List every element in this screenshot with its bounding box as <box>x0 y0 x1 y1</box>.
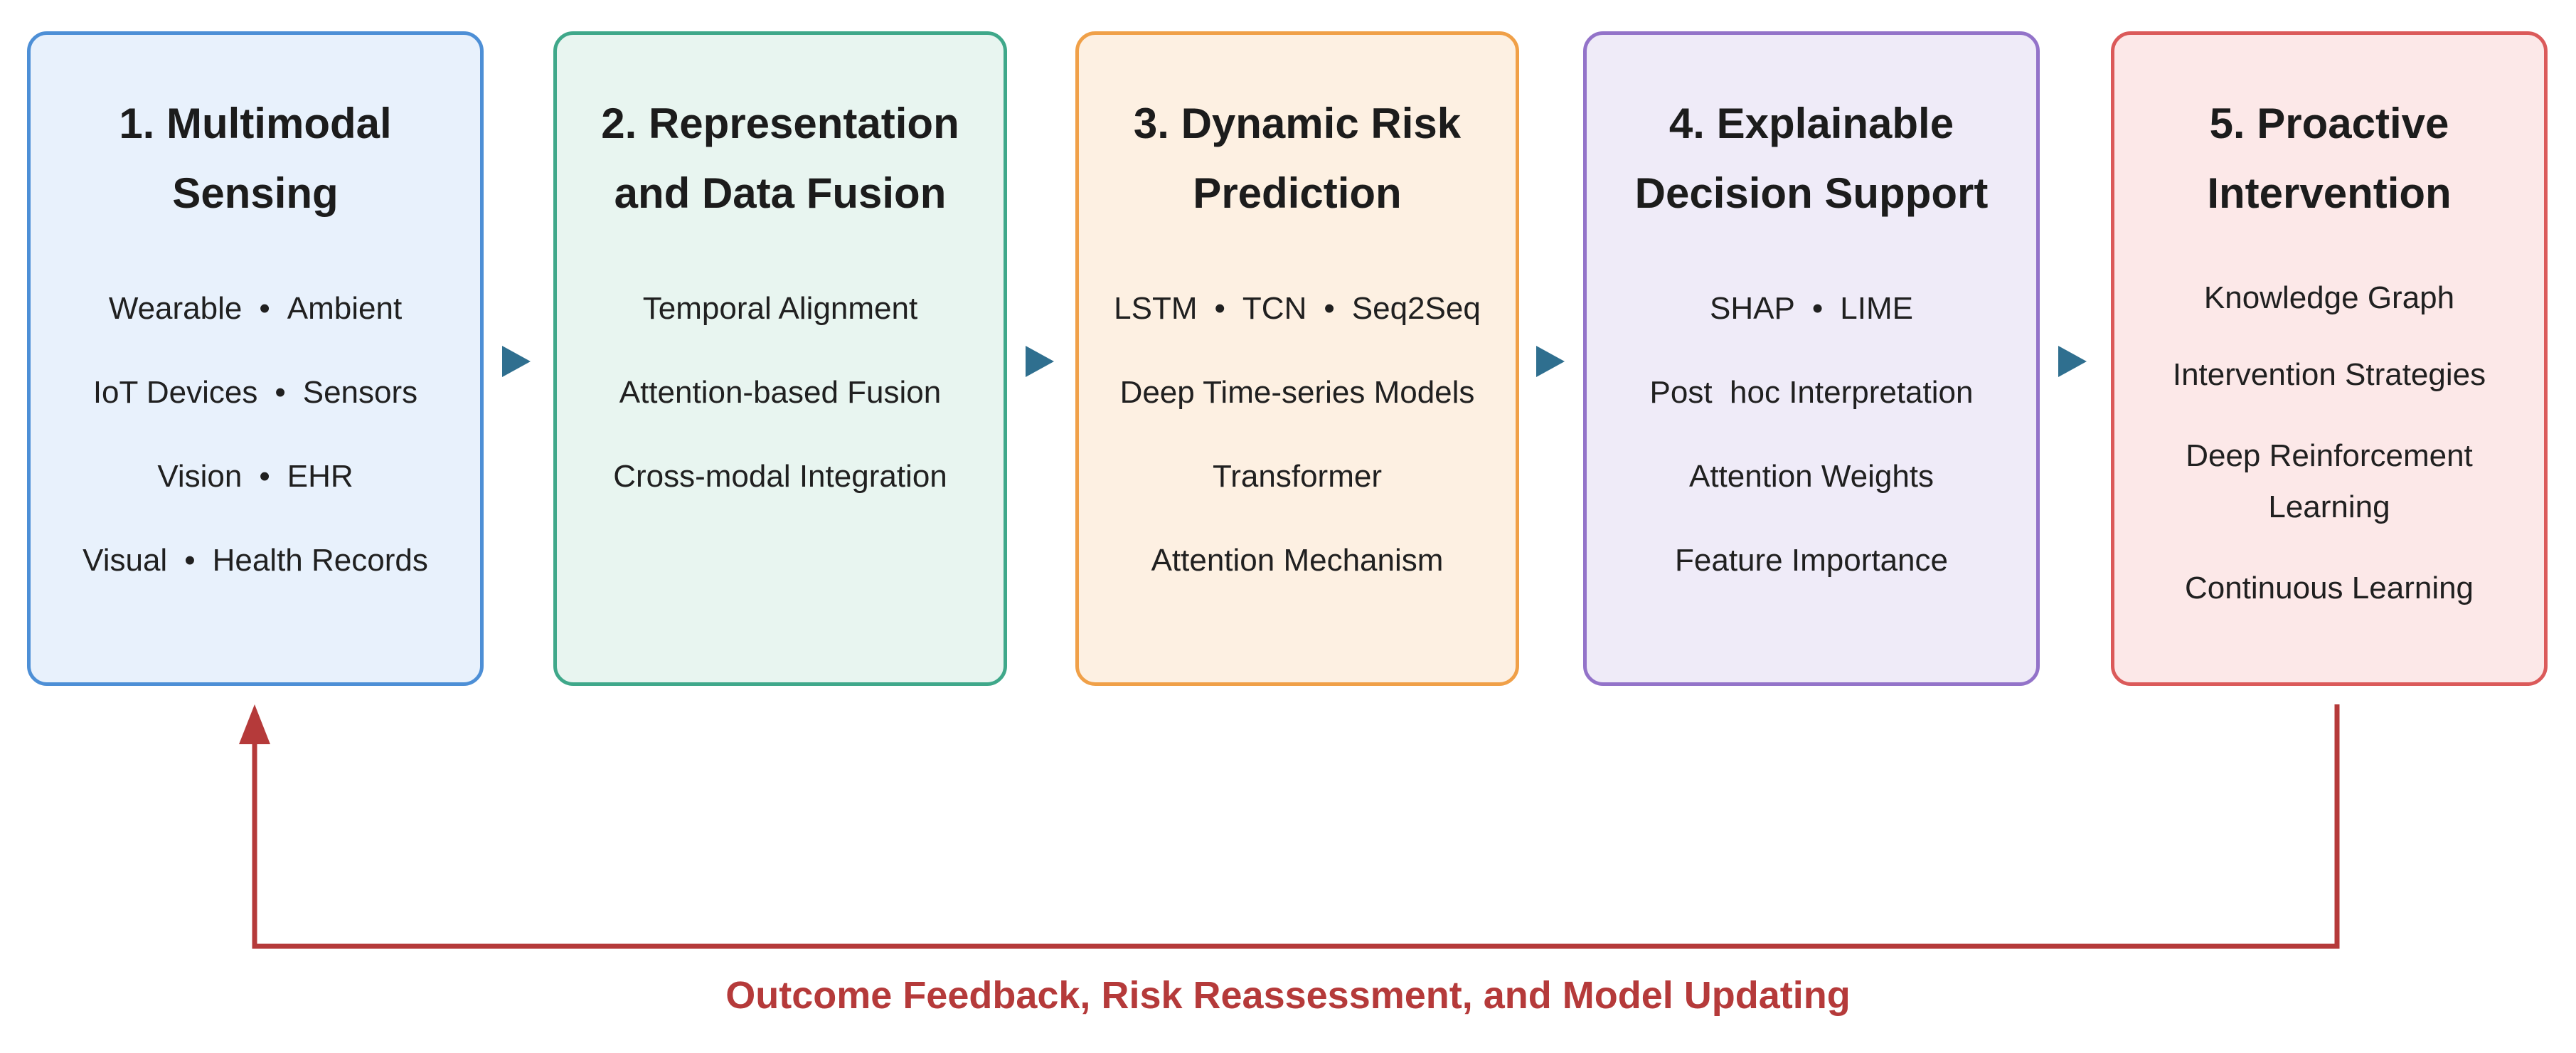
stage-box-data-fusion: 2. Representation and Data Fusion Tempor… <box>553 31 1007 686</box>
item-term: Vision <box>157 459 243 494</box>
stage-box-multimodal-sensing: 1. Multimodal Sensing Wearable • Ambient I… <box>27 31 484 686</box>
stage-item: Wearable • Ambient <box>31 287 480 330</box>
stage-item: Post hoc Interpretation <box>1649 375 1974 410</box>
item-term: LSTM <box>1114 291 1198 326</box>
stage-title-line: Prediction <box>1193 169 1402 217</box>
item-term: Seq2Seq <box>1351 291 1481 326</box>
stage-item: Attention Weights <box>1688 459 1934 494</box>
stage-title: 3. Dynamic Risk Prediction <box>1079 89 1516 228</box>
stage-item: Visual • Health Records <box>31 539 480 582</box>
flow-arrow-icon <box>1536 346 1565 377</box>
stage-title: 4. Explainable Decision Support <box>1587 89 2036 228</box>
stage-title-line: 3. Dynamic Risk <box>1133 100 1462 147</box>
stage-box-risk-prediction: 3. Dynamic Risk Prediction LSTM • TCN • Seq2… <box>1075 31 1519 686</box>
flow-arrow-icon <box>2058 346 2087 377</box>
stage-title-line: 4. Explainable <box>1668 100 1954 147</box>
bullet-separator: • <box>259 459 270 494</box>
stage-title: 2. Representation and Data Fusion <box>557 89 1004 228</box>
item-term: Health Records <box>212 543 428 578</box>
stage-item: LSTM • TCN • Seq2Seq <box>1079 287 1516 330</box>
stage-item: Transformer <box>1213 459 1382 494</box>
stage-title-line: Sensing <box>172 169 339 217</box>
bullet-separator: • <box>275 375 286 410</box>
item-term: Ambient <box>287 291 403 326</box>
feedback-label: Outcome Feedback, Risk Reassessment, and… <box>725 974 1851 1017</box>
stage-box-proactive-intervention: 5. Proactive Intervention Knowledge Grap… <box>2111 31 2548 686</box>
stage-items: SHAP • LIME Post hoc Interpretation Attent… <box>1587 287 2036 623</box>
bullet-separator: • <box>1214 291 1225 326</box>
flow-arrow-icon <box>502 346 531 377</box>
stage-item: Cross-modal Integration <box>613 459 947 494</box>
stage-title-line: Decision Support <box>1634 169 1989 217</box>
stage-items: Temporal Alignment Attention-based Fusio… <box>557 287 1004 539</box>
feedback-loop-line <box>252 704 2340 949</box>
flow-arrow-icon <box>1026 346 1054 377</box>
stage-title-line: Intervention <box>2207 169 2452 217</box>
stage-items: Knowledge Graph Intervention Strategies … <box>2114 277 2544 644</box>
stage-item: Continuous Learning <box>2184 571 2474 605</box>
bullet-separator: • <box>1811 291 1824 326</box>
item-term: Visual <box>83 543 168 578</box>
item-term: Wearable <box>108 291 243 326</box>
item-term: LIME <box>1840 291 1913 326</box>
stage-title-line: 5. Proactive <box>2209 100 2449 147</box>
stage-item: IoT Devices • Sensors <box>31 371 480 414</box>
item-term: TCN <box>1242 291 1307 326</box>
stage-item: Knowledge Graph <box>2203 280 2455 315</box>
stage-title: 5. Proactive Intervention <box>2114 89 2544 228</box>
stage-item: Temporal Alignment <box>642 291 918 326</box>
stage-item: Feature Importance <box>1675 543 1948 578</box>
stage-title: 1. Multimodal Sensing <box>31 89 480 228</box>
stage-item: Deep Reinforcement Learning <box>2186 438 2473 524</box>
stage-item: Vision • EHR <box>31 455 480 498</box>
stage-box-decision-support: 4. Explainable Decision Support SHAP • LIM… <box>1583 31 2040 686</box>
item-term: SHAP <box>1710 291 1795 326</box>
item-term: IoT Devices <box>92 375 258 410</box>
item-term: EHR <box>287 459 353 494</box>
stage-title-line: 1. Multimodal <box>119 100 392 147</box>
stage-item: Deep Time-series Models <box>1119 375 1475 410</box>
bullet-separator: • <box>184 543 196 578</box>
stage-title-line: 2. Representation <box>601 100 959 147</box>
item-term: Sensors <box>302 375 418 410</box>
stage-title-line: and Data Fusion <box>614 169 947 217</box>
bullet-separator: • <box>1324 291 1335 326</box>
stage-items: Wearable • Ambient IoT Devices • Sensors Vis… <box>31 287 480 623</box>
stage-item: Intervention Strategies <box>2172 357 2486 392</box>
stage-item: Attention Mechanism <box>1151 543 1444 578</box>
stage-item: SHAP • LIME <box>1587 287 2036 330</box>
feedback-arrow-icon <box>239 704 270 744</box>
stage-item: Attention-based Fusion <box>619 375 942 410</box>
stage-items: LSTM • TCN • Seq2Seq Deep Time-series Models… <box>1079 287 1516 623</box>
bullet-separator: • <box>259 291 270 326</box>
